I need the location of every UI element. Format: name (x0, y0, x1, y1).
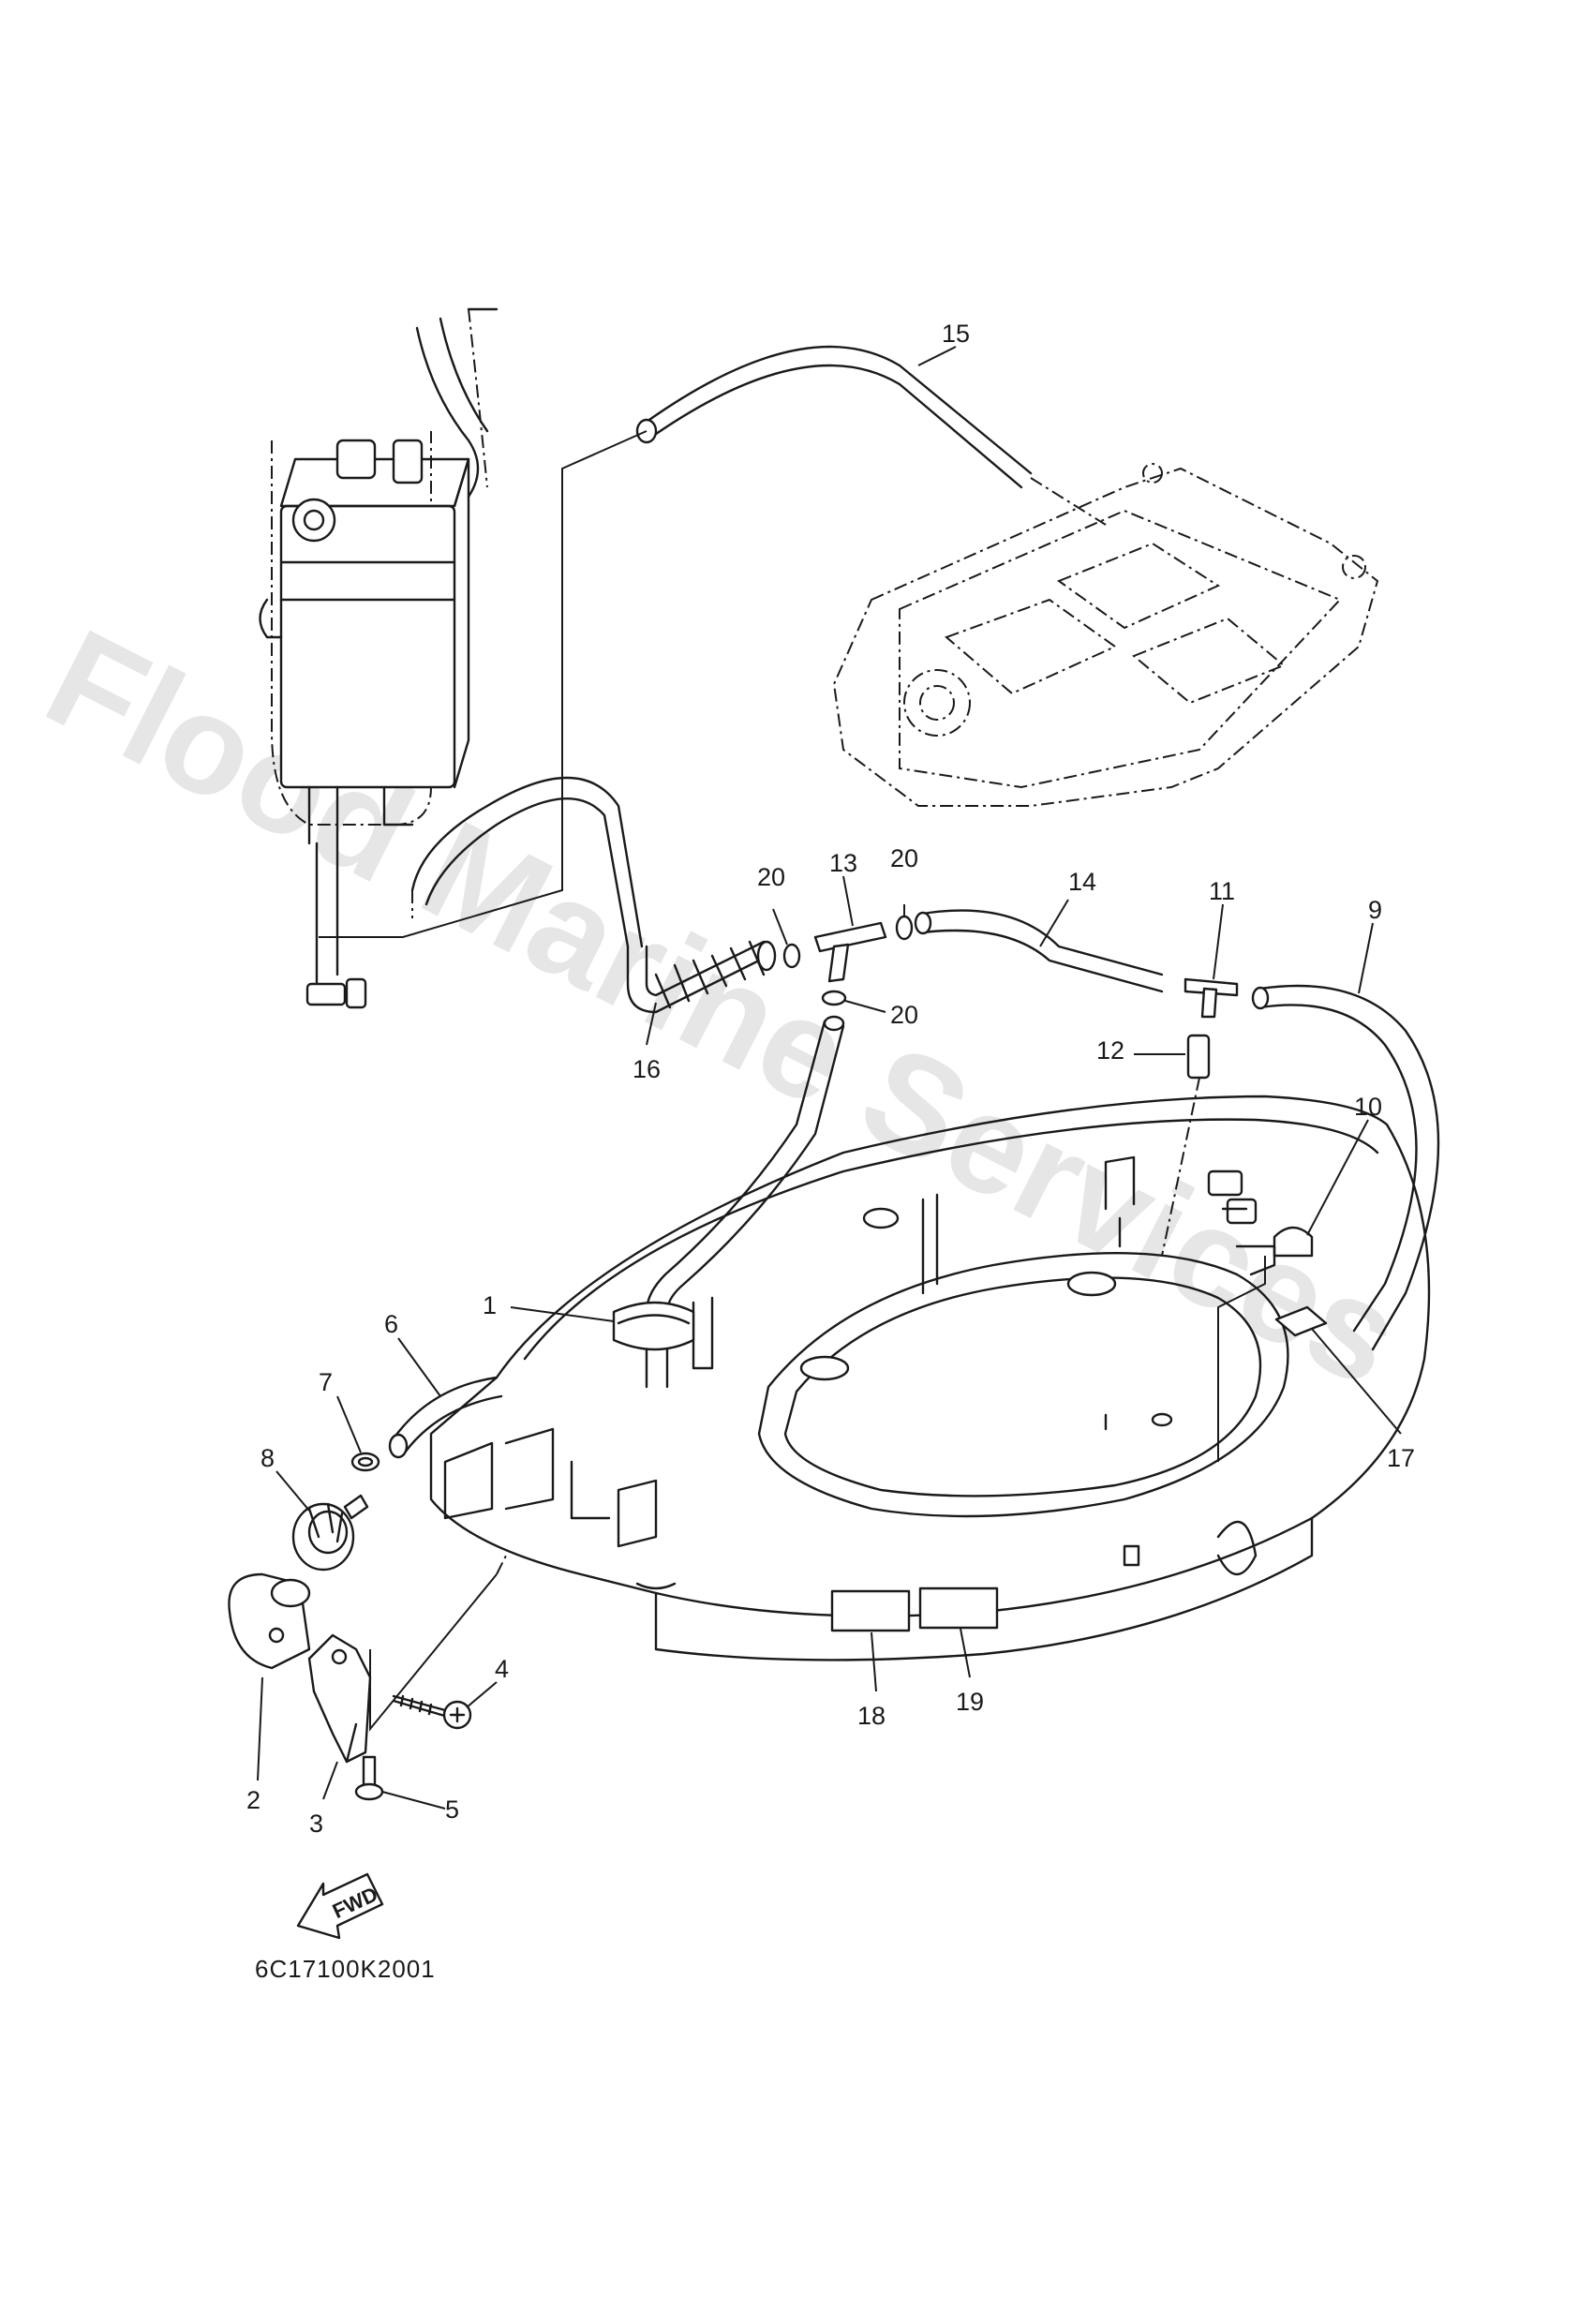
hose-14 (914, 909, 1164, 993)
callout-11: 11 (1209, 877, 1235, 905)
callout-labels: 1 2 3 4 5 6 7 8 9 10 11 12 13 14 15 16 1… (246, 320, 1415, 1838)
callout-15: 15 (942, 320, 970, 348)
dash-bracket-to-cowling (496, 1555, 507, 1575)
callout-2: 2 (246, 1786, 261, 1814)
hose-15 (635, 345, 1107, 526)
callout-16: 16 (633, 1055, 661, 1083)
bracket-3 (307, 1633, 372, 1764)
label-plate-19 (918, 1587, 999, 1630)
connector-line-grommet10 (1217, 1256, 1266, 1462)
hose-9 (1251, 984, 1440, 1351)
grommet-1 (612, 1301, 695, 1389)
callout-20-right: 20 (890, 844, 918, 872)
callout-4: 4 (495, 1655, 509, 1683)
callout-5: 5 (445, 1795, 459, 1824)
clip-20-bottom (821, 990, 847, 1006)
callout-7: 7 (319, 1368, 333, 1396)
callout-18: 18 (857, 1702, 886, 1730)
screw-4 (392, 1694, 472, 1730)
label-plate-18 (830, 1589, 911, 1632)
callout-17: 17 (1387, 1444, 1415, 1472)
joint-11 (1184, 977, 1239, 1019)
callout-9: 9 (1368, 896, 1382, 924)
callout-14: 14 (1068, 868, 1096, 896)
callout-10: 10 (1354, 1093, 1382, 1121)
hose-12 (1186, 1034, 1211, 1080)
bolt-5 (354, 1755, 384, 1801)
connector-line-15 (319, 430, 648, 938)
clip-20-right (895, 915, 914, 941)
vapor-separator-assembly (259, 307, 499, 1009)
connector-line-bracket (369, 1573, 498, 1732)
callout-12: 12 (1096, 1036, 1124, 1065)
callout-13: 13 (829, 849, 857, 877)
callout-8: 8 (261, 1444, 275, 1472)
drain-cap-2 (228, 1572, 311, 1670)
callout-19: 19 (956, 1688, 984, 1716)
callout-20-left: 20 (757, 863, 785, 891)
hose-6 (388, 1376, 503, 1459)
clip-7 (350, 1452, 380, 1472)
callout-6: 6 (384, 1310, 398, 1338)
dash-hose12 (1161, 1077, 1200, 1257)
bottom-cowling (429, 1095, 1431, 1661)
engine-block-outline (832, 463, 1379, 807)
diagram-code: 6C17100K2001 (255, 1955, 436, 1983)
callout-20-bottom: 20 (890, 1001, 918, 1029)
grommet-10 (1207, 1169, 1314, 1276)
clip-20-left (782, 943, 801, 969)
hose-to-grommet (645, 1015, 845, 1314)
fwd-arrow-icon: FWD (296, 1872, 384, 1940)
label-plate-17 (1274, 1305, 1328, 1337)
hose-16 (410, 776, 777, 1014)
joint-13 (813, 921, 887, 983)
callout-1: 1 (483, 1291, 497, 1319)
grommet-8 (291, 1494, 369, 1572)
callout-3: 3 (309, 1810, 323, 1838)
callout-leaders (257, 346, 1402, 1810)
